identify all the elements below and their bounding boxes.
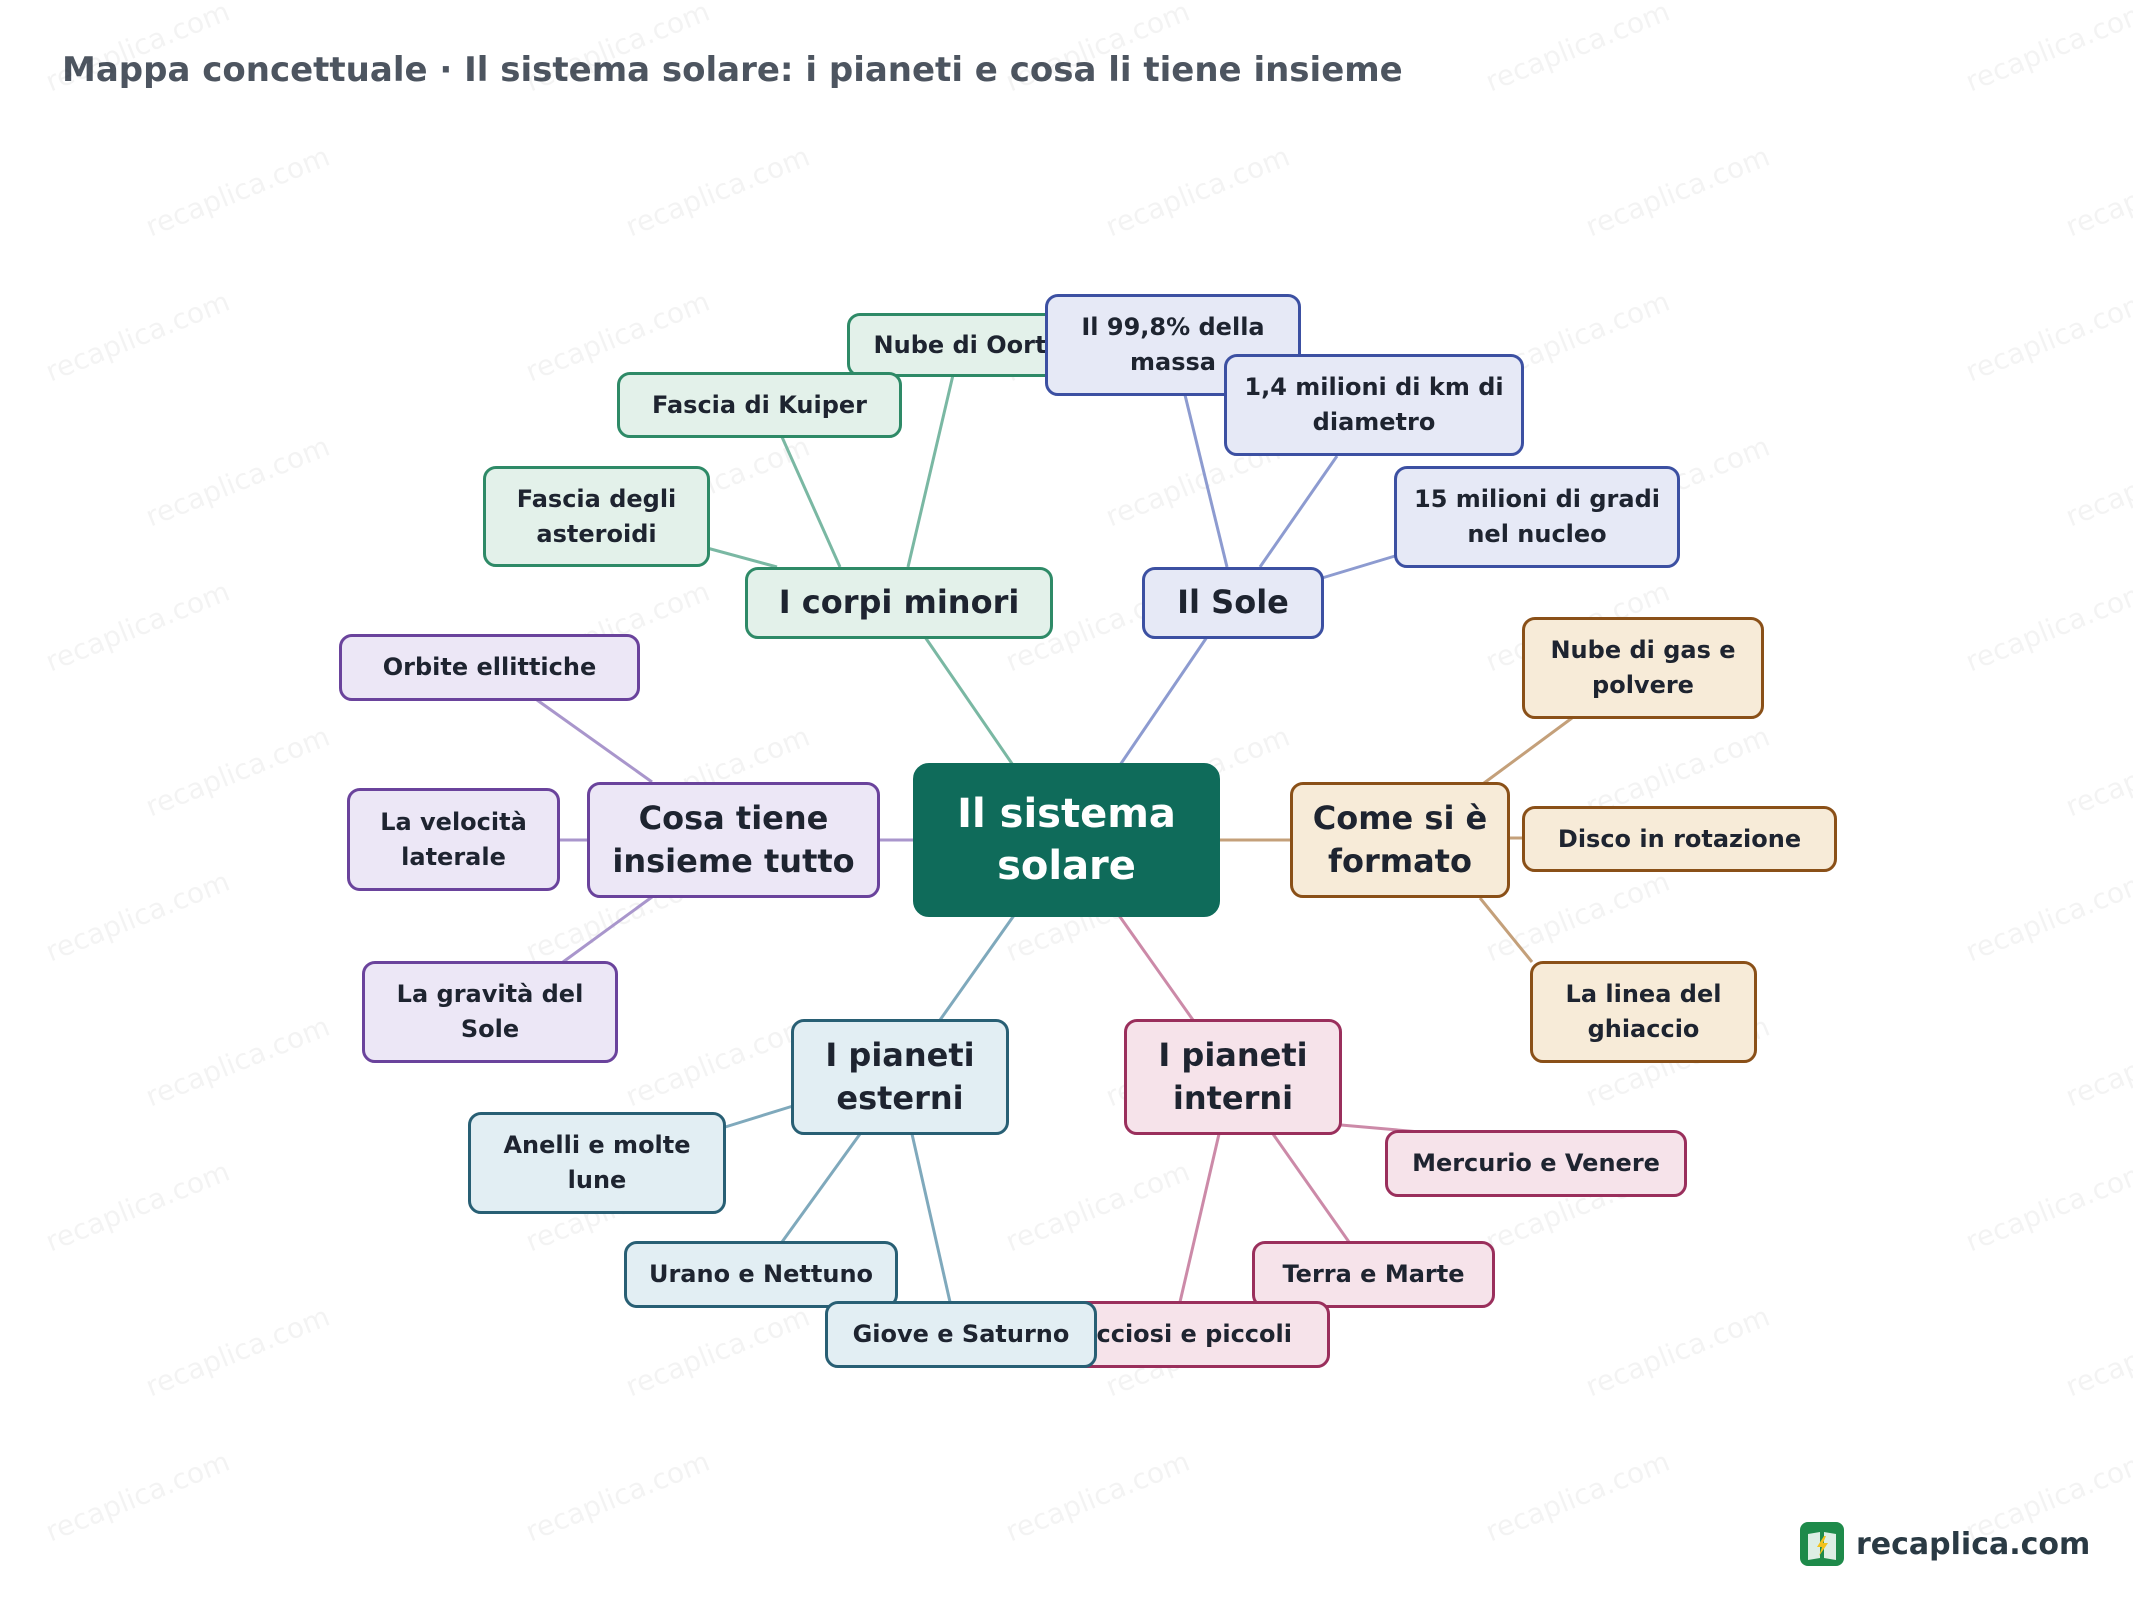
link-cos-gravita xyxy=(562,895,653,964)
branch-pianeti-interni[interactable]: I pianeti interni xyxy=(1124,1019,1342,1135)
leaf-label: La linea del ghiaccio xyxy=(1565,980,1722,1043)
leaf-label: Terra e Marte xyxy=(1282,1260,1465,1289)
leaf-urano-nettuno[interactable]: Urano e Nettuno xyxy=(624,1241,898,1308)
link-est-urano xyxy=(780,1133,862,1243)
leaf-label: Orbite ellittiche xyxy=(382,653,597,682)
leaf-anelli-lune[interactable]: Anelli e molte lune xyxy=(468,1112,726,1214)
link-center-pianeti-esterni xyxy=(938,913,1017,1021)
link-sole-diametro xyxy=(1258,455,1339,568)
leaf-gradi-nucleo[interactable]: 15 milioni di gradi nel nucleo xyxy=(1394,466,1680,568)
branch-cosa-tiene[interactable]: Cosa tiene insieme tutto xyxy=(587,782,880,898)
leaf-orbite-ellittiche[interactable]: Orbite ellittiche xyxy=(339,634,640,701)
branch-pianeti-interni-label: I pianeti interni xyxy=(1158,1035,1308,1117)
link-center-sole xyxy=(1116,636,1209,769)
page-title: Mappa concettuale · Il sistema solare: i… xyxy=(62,50,1403,90)
leaf-label: Fascia degli asteroidi xyxy=(516,484,677,548)
link-cos-orbite xyxy=(536,698,653,784)
branch-pianeti-esterni[interactable]: I pianeti esterni xyxy=(791,1019,1009,1135)
branch-sole[interactable]: Il Sole xyxy=(1142,567,1324,639)
leaf-label: Il 99,8% della massa xyxy=(1081,313,1265,376)
leaf-label: Giove e Saturno xyxy=(852,1320,1070,1349)
leaf-fascia-degli-asteroidi[interactable]: Fascia degli asteroidi xyxy=(483,466,710,567)
leaf-label: Mercurio e Venere xyxy=(1412,1149,1660,1178)
branch-corpi-minori-label: I corpi minori xyxy=(778,583,1020,622)
link-corpi-asteroidi xyxy=(706,546,778,569)
link-center-pianeti-interni xyxy=(1116,913,1195,1021)
leaf-linea-ghiaccio[interactable]: La linea del ghiaccio xyxy=(1530,961,1757,1063)
link-sole-gradi xyxy=(1321,554,1396,580)
link-int-rocciosi xyxy=(1178,1133,1221,1303)
link-est-anelli xyxy=(721,1104,794,1130)
center-node[interactable]: Il sistema solare xyxy=(913,763,1220,917)
leaf-mercurio-venere[interactable]: Mercurio e Venere xyxy=(1385,1130,1687,1197)
leaf-nube-gas[interactable]: Nube di gas e polvere xyxy=(1522,617,1764,719)
leaf-disco-rotazione[interactable]: Disco in rotazione xyxy=(1522,806,1837,872)
branch-formazione-label: Come si è formato xyxy=(1312,798,1488,880)
leaf-label: La gravità del Sole xyxy=(396,980,584,1043)
link-est-giove xyxy=(910,1133,952,1303)
link-corpi-kuiper xyxy=(780,436,842,568)
link-int-terra xyxy=(1271,1133,1351,1243)
branch-formazione[interactable]: Come si è formato xyxy=(1290,782,1510,898)
leaf-label: 15 milioni di gradi nel nucleo xyxy=(1414,485,1660,548)
leaf-fascia-di-kuiper[interactable]: Fascia di Kuiper xyxy=(617,372,902,438)
link-form-ghiaccio xyxy=(1478,897,1534,963)
leaf-nube-di-oort[interactable]: Nube di Oort xyxy=(847,313,1073,377)
brand-name: recaplica.com xyxy=(1856,1526,2091,1562)
leaf-velocita-laterale[interactable]: La velocità laterale xyxy=(347,788,560,891)
brand-logo[interactable]: recaplica.com xyxy=(1800,1522,2090,1566)
leaf-gravita-sole[interactable]: La gravità del Sole xyxy=(362,961,618,1063)
branch-sole-label: Il Sole xyxy=(1177,583,1289,622)
center-label: Il sistema solare xyxy=(957,791,1176,889)
leaf-label: 1,4 milioni di km di diametro xyxy=(1244,373,1504,436)
leaf-label: La velocità laterale xyxy=(380,807,527,871)
link-corpi-oort xyxy=(906,374,955,568)
leaf-label: Anelli e molte lune xyxy=(503,1131,691,1194)
leaf-label: Urano e Nettuno xyxy=(648,1260,874,1289)
leaf-giove-saturno[interactable]: Giove e Saturno xyxy=(825,1301,1097,1368)
leaf-label: occiosi e piccoli xyxy=(1080,1320,1292,1349)
link-sole-massa xyxy=(1183,394,1229,568)
leaf-massa[interactable]: Il 99,8% della massa xyxy=(1045,294,1301,396)
leaf-label: Nube di Oort xyxy=(873,330,1047,359)
leaf-diametro[interactable]: 1,4 milioni di km di diametro xyxy=(1224,354,1524,456)
leaf-label: Disco in rotazione xyxy=(1557,824,1802,853)
branch-pianeti-esterni-label: I pianeti esterni xyxy=(825,1035,975,1117)
leaf-label: Nube di gas e polvere xyxy=(1550,636,1736,699)
branch-cosa-tiene-label: Cosa tiene insieme tutto xyxy=(612,798,855,880)
branch-corpi-minori[interactable]: I corpi minori xyxy=(745,567,1053,639)
leaf-terra-marte[interactable]: Terra e Marte xyxy=(1252,1241,1495,1308)
link-center-corpi-minori xyxy=(923,636,1017,769)
lightning-book-icon xyxy=(1800,1522,1844,1566)
link-form-nube xyxy=(1479,716,1573,788)
leaf-label: Fascia di Kuiper xyxy=(651,390,867,419)
